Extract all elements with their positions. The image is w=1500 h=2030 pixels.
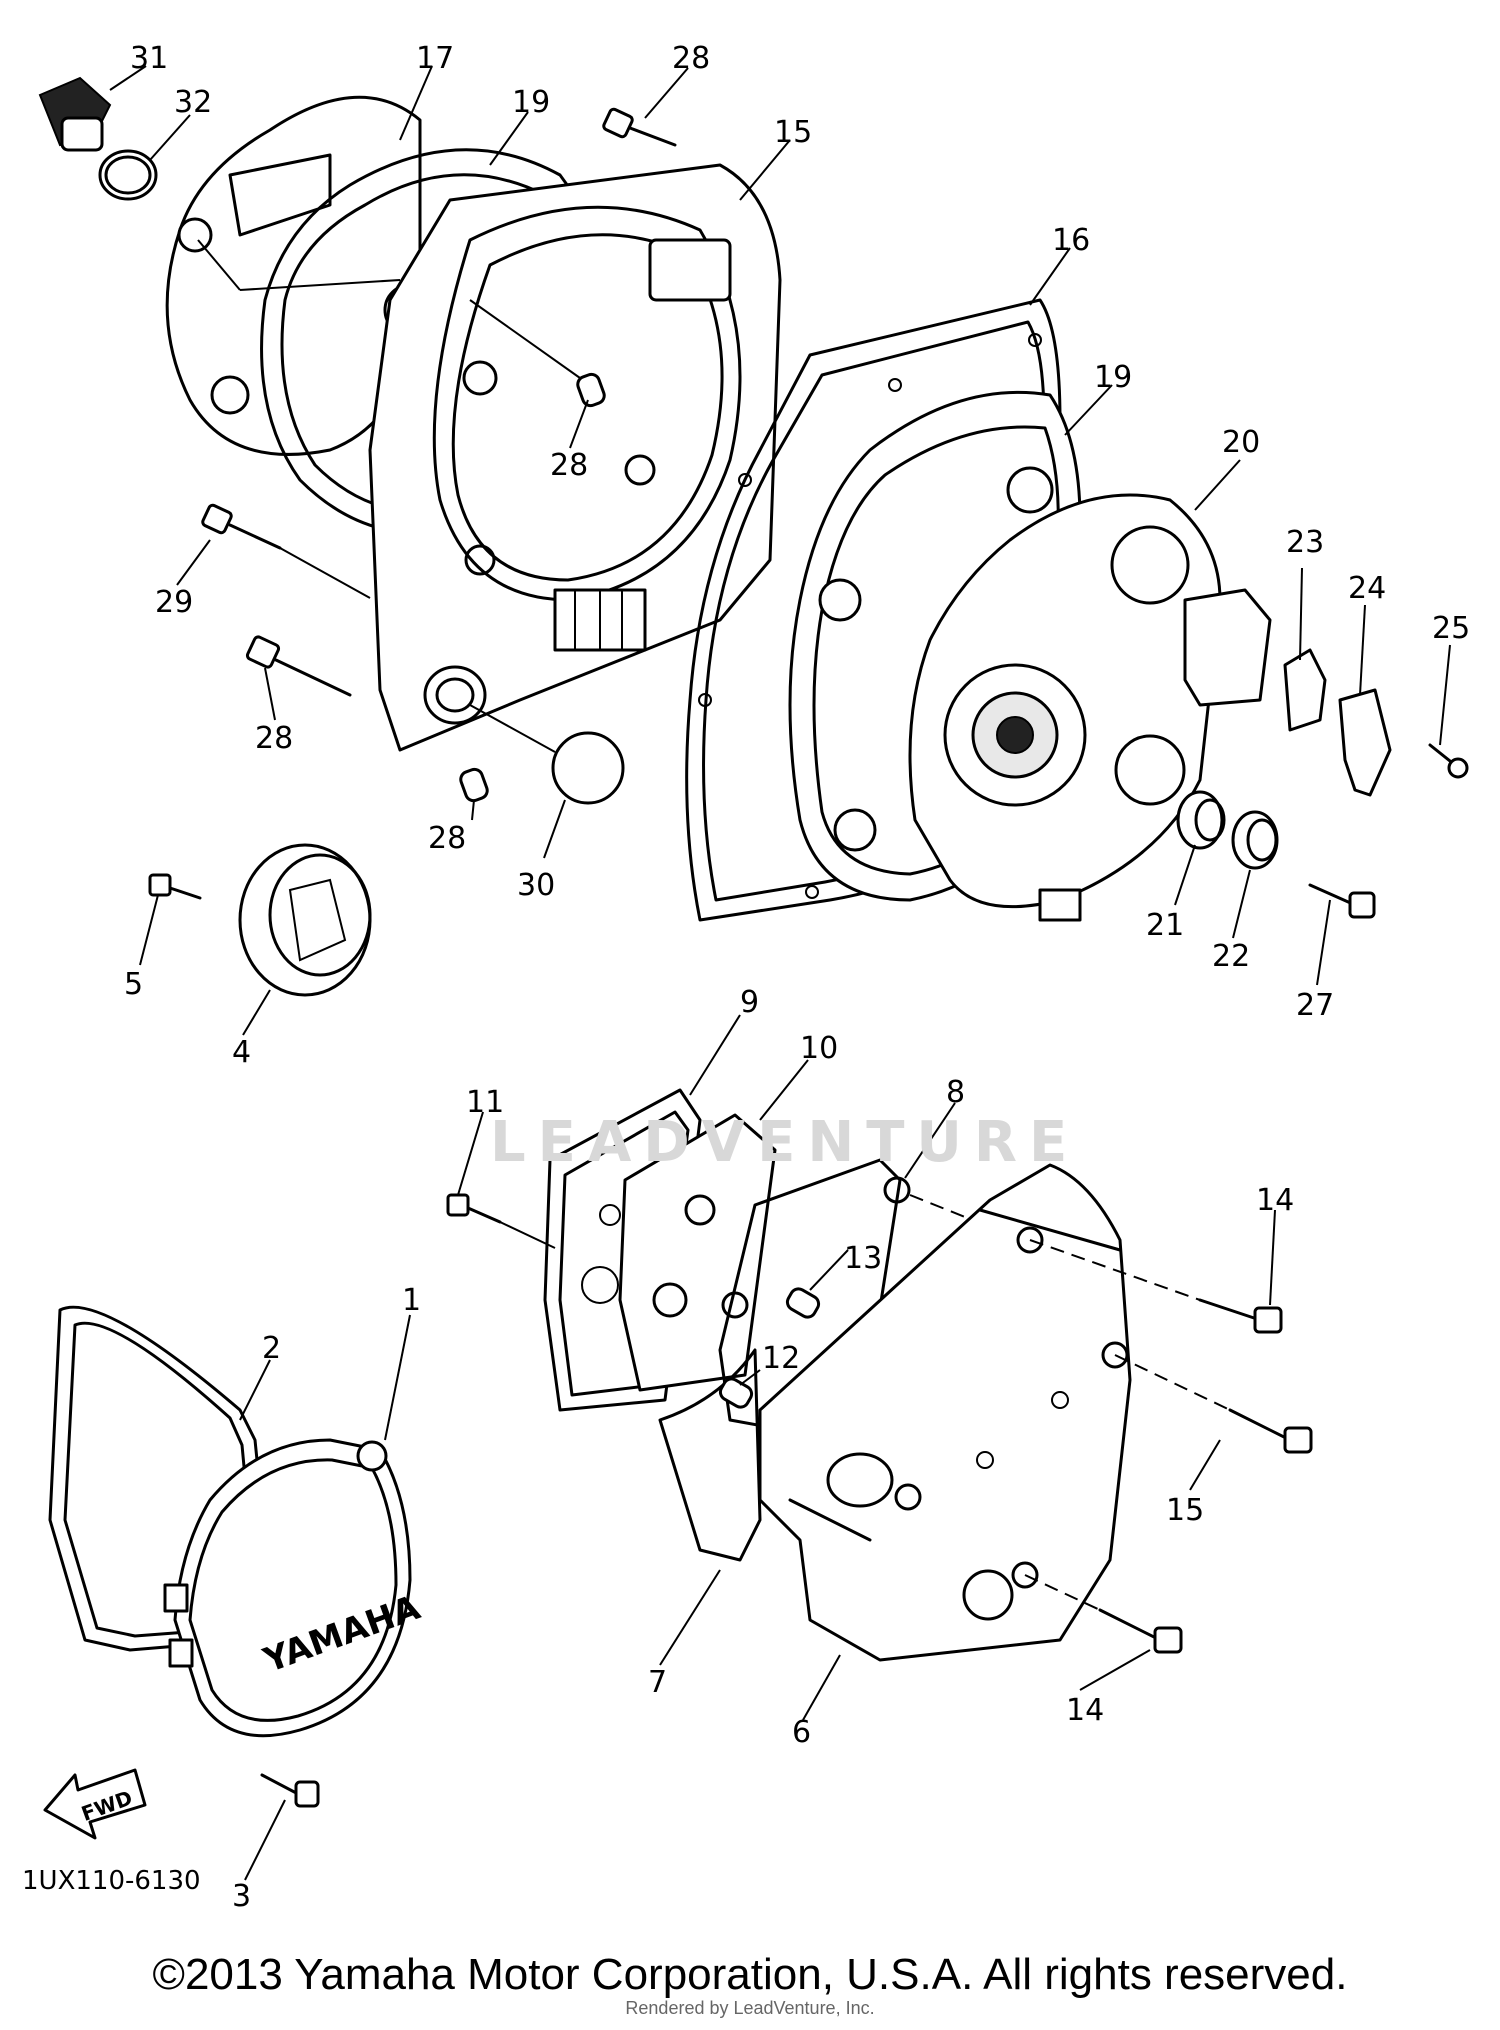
callout-19: 19 bbox=[512, 85, 550, 120]
callout-4: 4 bbox=[232, 1035, 251, 1070]
part-6-cover bbox=[758, 1163, 1132, 1662]
callout-16: 15 bbox=[774, 115, 812, 150]
callout-28-upper: 28 bbox=[550, 448, 588, 483]
part-30-bolt bbox=[245, 635, 352, 697]
part-22-grommet bbox=[1176, 790, 1226, 850]
part-28-dowel-upper bbox=[469, 299, 606, 408]
callout-17: 16 bbox=[1052, 223, 1090, 258]
part-15-bolt bbox=[1114, 1354, 1313, 1454]
part-28-dowel-lower bbox=[459, 767, 489, 803]
part-13-dowel bbox=[785, 1287, 821, 1319]
rendered-by-notice: Rendered by LeadVenture, Inc. bbox=[625, 1998, 875, 2018]
part-14-bolt-lower bbox=[1024, 1574, 1183, 1654]
part-34-o-ring bbox=[98, 149, 158, 201]
callout-labels: 31 32 17 19 28 15 16 19 20 23 24 25 28 2… bbox=[124, 41, 1470, 1914]
part-11-screw bbox=[446, 1193, 556, 1249]
callout-30: 28 bbox=[255, 721, 293, 756]
part-31-bolt bbox=[201, 503, 371, 599]
part-10-cover bbox=[618, 1113, 777, 1392]
figure-code: 1UX110-6130 bbox=[22, 1866, 201, 1896]
callout-12: 12 bbox=[762, 1341, 800, 1376]
callout-3: 3 bbox=[232, 1879, 251, 1914]
callout-10: 10 bbox=[800, 1031, 838, 1066]
part-27-bolt bbox=[1308, 883, 1376, 919]
part-33-plug bbox=[38, 76, 112, 152]
part-25-clamp bbox=[1338, 688, 1392, 797]
callout-13: 13 bbox=[844, 1241, 882, 1276]
part-23-cap bbox=[1231, 810, 1279, 870]
callout-14-upper: 14 bbox=[1256, 1183, 1294, 1218]
callout-22: 21 bbox=[1146, 908, 1184, 943]
part-29-bolt bbox=[602, 107, 677, 147]
callout-26: 25 bbox=[1432, 611, 1470, 646]
part-14-bolt-upper bbox=[1029, 1239, 1283, 1334]
callout-1: 1 bbox=[402, 1283, 421, 1318]
callout-15: 15 bbox=[1166, 1493, 1204, 1528]
callout-6: 6 bbox=[792, 1715, 811, 1750]
callout-32: 30 bbox=[517, 868, 555, 903]
callout-33: 31 bbox=[130, 41, 168, 76]
part-26-screw bbox=[1428, 743, 1469, 779]
part-24-plate bbox=[1283, 648, 1327, 732]
fwd-arrow-icon: FWD bbox=[43, 1768, 147, 1840]
callout-14-lower: 14 bbox=[1066, 1693, 1104, 1728]
callout-21: 20 bbox=[1222, 425, 1260, 460]
callout-20: 19 bbox=[1094, 360, 1132, 395]
callout-31: 29 bbox=[155, 585, 193, 620]
callout-9: 9 bbox=[740, 985, 759, 1020]
callout-2: 2 bbox=[262, 1331, 281, 1366]
part-21-cover bbox=[908, 493, 1272, 922]
callout-7: 7 bbox=[648, 1665, 667, 1700]
callout-18: 17 bbox=[416, 41, 454, 76]
part-5-screw bbox=[148, 873, 202, 900]
watermark-text: LEADVENTURE bbox=[490, 1110, 1080, 1175]
callout-8: 8 bbox=[946, 1075, 965, 1110]
callout-25: 24 bbox=[1348, 571, 1386, 606]
part-1-cover: YAMAHA bbox=[163, 1438, 426, 1738]
callout-27: 27 bbox=[1296, 988, 1334, 1023]
callout-34: 32 bbox=[174, 85, 212, 120]
callout-24: 23 bbox=[1286, 525, 1324, 560]
part-4-cover bbox=[238, 843, 372, 997]
part-32-cap bbox=[469, 704, 625, 805]
callout-29: 28 bbox=[672, 41, 710, 76]
callout-23: 22 bbox=[1212, 939, 1250, 974]
part-16-case bbox=[368, 163, 782, 752]
part-3-bolt bbox=[260, 1773, 320, 1808]
callout-5: 5 bbox=[124, 967, 143, 1002]
copyright-notice: ©2013 Yamaha Motor Corporation, U.S.A. A… bbox=[152, 1950, 1348, 1999]
callout-11: 11 bbox=[466, 1085, 504, 1120]
leader-lines bbox=[109, 65, 1451, 1881]
callout-28-lower: 28 bbox=[428, 821, 466, 856]
